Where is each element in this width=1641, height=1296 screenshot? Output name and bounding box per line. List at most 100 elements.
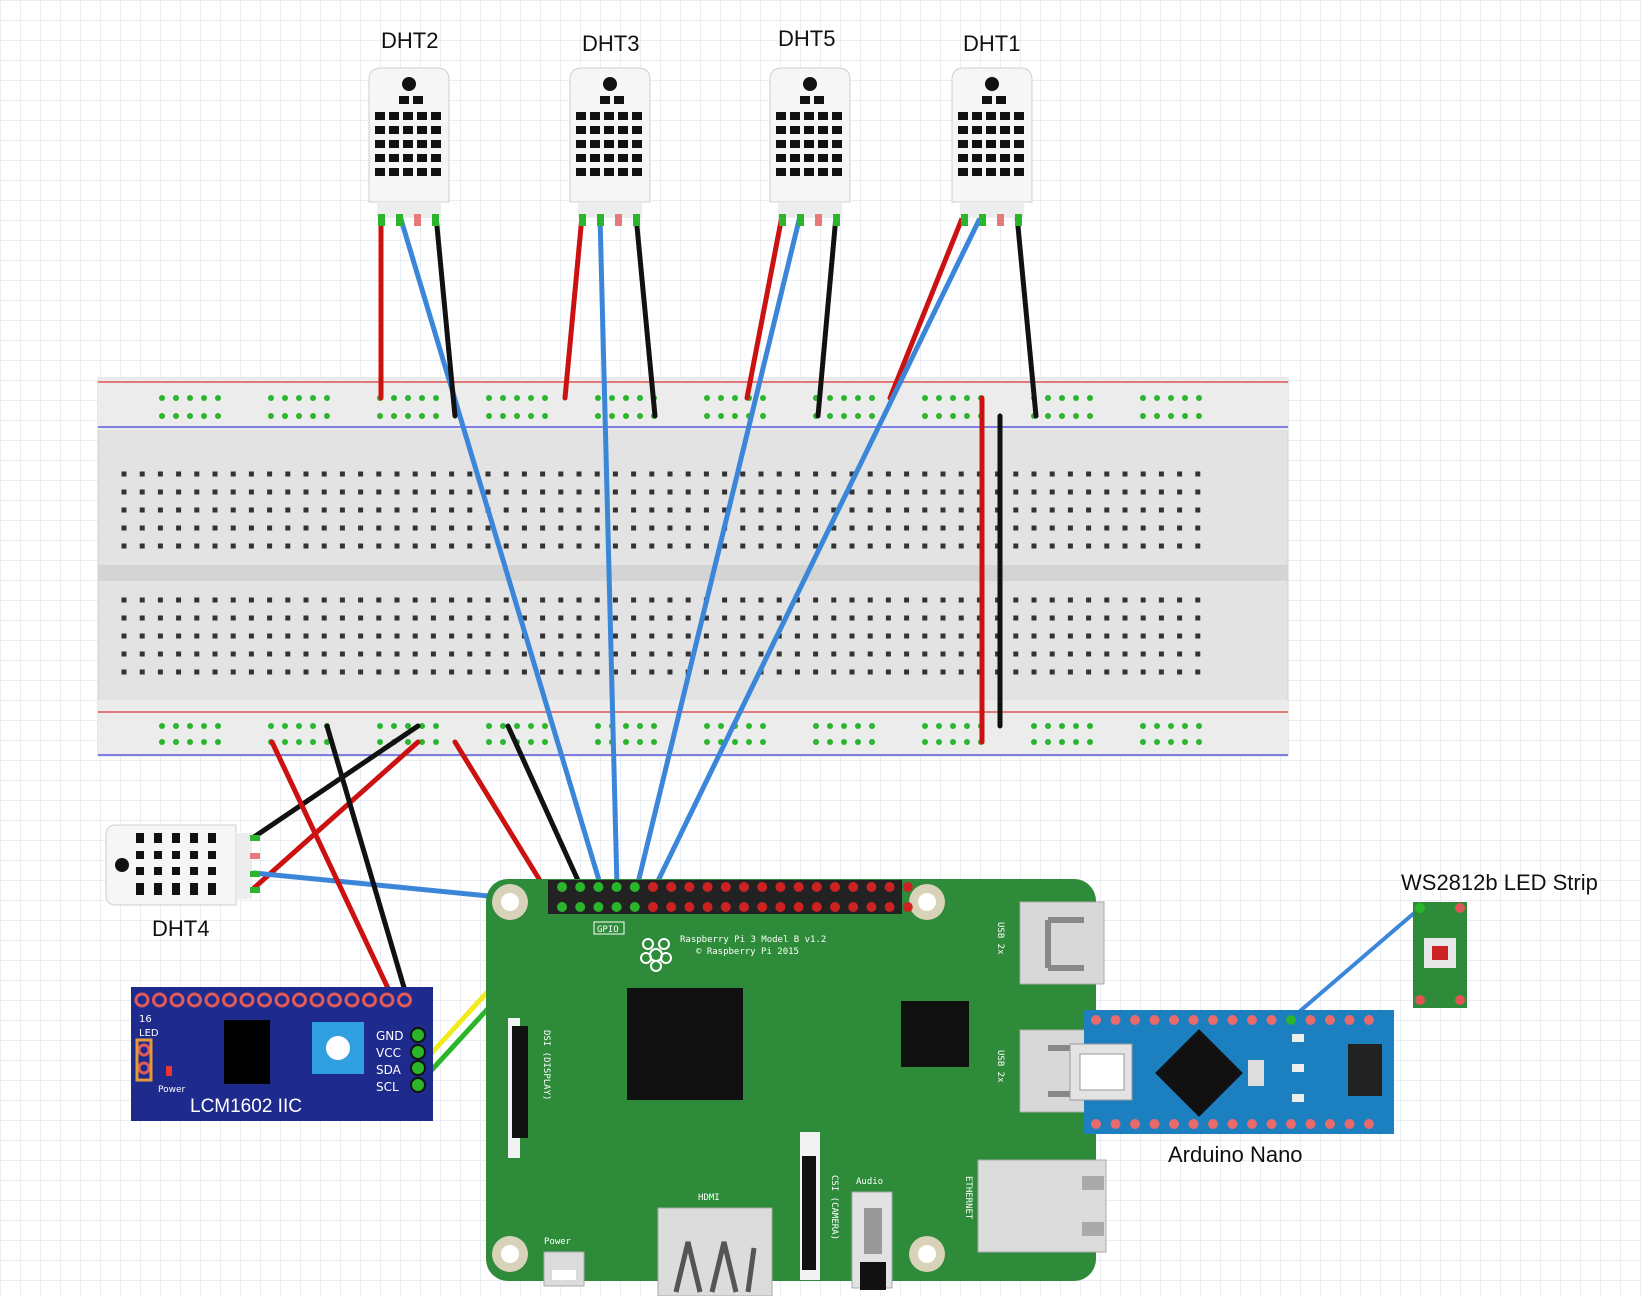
rail-hole [964,739,970,745]
breadboard-hole [612,651,618,657]
breadboard-hole [157,471,163,477]
breadboard-hole [248,615,254,621]
breadboard-hole [339,651,345,657]
grille-slot [1000,126,1010,134]
reset-button [1248,1060,1264,1086]
lcd-title: LCM1602 IIC [190,1096,302,1117]
breadboard-hole [139,471,145,477]
breadboard-hole [649,507,655,513]
grille-slot [632,126,642,134]
breadboard-hole [885,669,891,675]
rail-hole [419,739,425,745]
nano-pin [1286,1119,1296,1129]
breadboard-hole [267,471,273,477]
rail-hole [623,723,629,729]
breadboard-hole [922,543,928,549]
rail-hole [704,395,710,401]
breadboard-hole [449,597,455,603]
breadboard-hole [1031,633,1037,639]
gpio-pin [575,882,586,892]
soc-chip [627,988,743,1100]
breadboard-hole [394,489,400,495]
breadboard-hole [121,633,127,639]
breadboard-hole [1195,615,1201,621]
rail-hole [841,723,847,729]
breadboard-hole [1067,615,1073,621]
breadboard-hole [376,543,382,549]
breadboard-hole [1086,507,1092,513]
breadboard-hole [612,489,618,495]
grille-slot [590,168,600,176]
rail-hole [1154,413,1160,419]
rpi-copyright-label: © Raspberry Pi 2015 [696,947,799,957]
dht5-data-wire [634,213,803,890]
breadboard-hole [631,543,637,549]
breadboard-hole [430,471,436,477]
breadboard-hole [776,615,782,621]
breadboard-hole [958,633,964,639]
rail-hole [405,723,411,729]
breadboard-hole [667,525,673,531]
grille-slot [431,112,441,120]
nano-mcu [1155,1029,1243,1117]
breadboard-hole [467,543,473,549]
dht5-vcc-wire [744,213,785,401]
breadboard-hole [649,489,655,495]
grille-slot [604,140,614,148]
breadboard-hole [139,597,145,603]
rail-hole [268,413,274,419]
rail-hole [732,413,738,419]
breadboard-hole [1140,633,1146,639]
breadboard-hole [776,651,782,657]
dht2-sensor [368,67,450,226]
rail-hole [159,739,165,745]
grille-slot [958,112,968,120]
dht5-label: DHT5 [778,26,835,51]
breadboard-hole [922,633,928,639]
breadboard-hole [521,543,527,549]
breadboard-hole [849,669,855,675]
grille-slot [1000,140,1010,148]
rail-hole [282,413,288,419]
breadboard-hole [1104,651,1110,657]
breadboard-hole [885,615,891,621]
power-port [543,1251,585,1287]
sensor-pin [979,214,986,226]
breadboard-hole [612,507,618,513]
breadboard-hole [594,615,600,621]
nano-pin [1266,1015,1277,1025]
breadboard-hole [485,471,491,477]
breadboard-hole [813,489,819,495]
breadboard-hole [558,597,564,603]
rail-hole [623,395,629,401]
gpio-pin [629,882,640,892]
nano-pin [1266,1119,1277,1129]
breadboard-hole [157,543,163,549]
gpio-pin [902,882,913,892]
breadboard-hole [740,471,746,477]
audio-jack [851,1191,893,1290]
rail-hole [296,413,302,419]
breadboard-hole [176,525,182,531]
grille-slot [818,168,828,176]
breadboard-hole [121,651,127,657]
sensor-pin [615,214,622,226]
breadboard-hole [558,507,564,513]
rail-hole [187,395,193,401]
rail-hole [528,413,534,419]
lcd-chip [224,1020,270,1084]
breadboard-hole [1104,669,1110,675]
breadboard-hole [157,669,163,675]
breadboard-hole [940,525,946,531]
grille-slot [776,168,786,176]
gpio-pin [830,882,840,892]
breadboard-hole [503,525,509,531]
rail-hole [433,723,439,729]
grille-slot [996,96,1006,104]
rail-hole [324,413,330,419]
lcd-led-pin [137,1043,151,1057]
nano-pin [1208,1119,1218,1129]
grille-slot [417,168,427,176]
breadboard-hole [649,615,655,621]
grille-slot [790,154,800,162]
